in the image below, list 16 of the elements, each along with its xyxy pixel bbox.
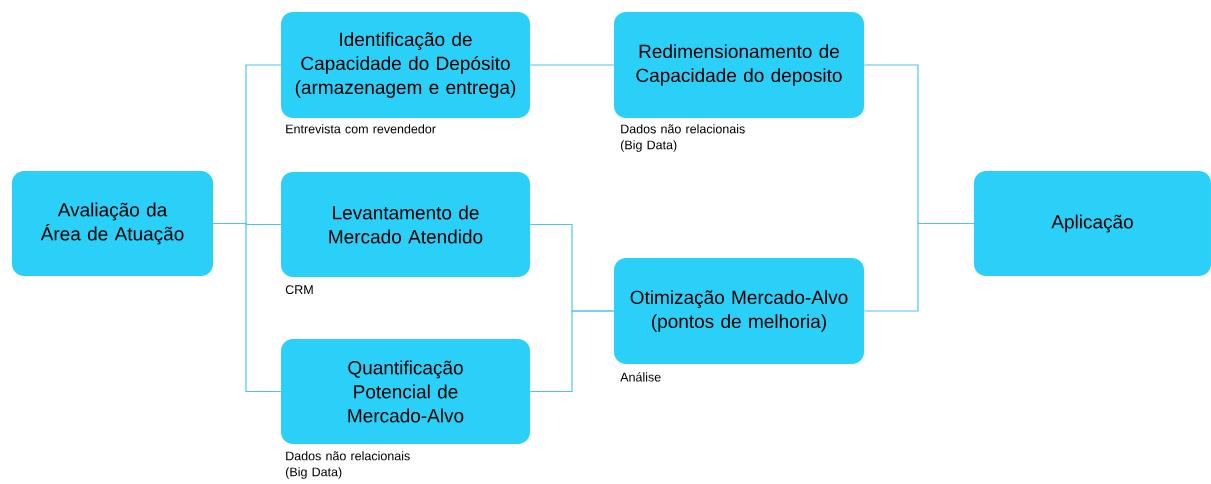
process-box: Aplicação: [974, 171, 1211, 276]
node-caption: Análise: [620, 372, 661, 382]
node-caption: Entrevista com revendedor: [286, 124, 436, 134]
process-box: Otimização Mercado-Alvo (pontos de melhoria): [614, 258, 864, 364]
connector-line: [529, 64, 615, 66]
node-caption: CRM: [285, 285, 313, 295]
node-caption: Dados não relacionais (Big Data): [286, 451, 410, 479]
process-box: Avaliação da Área de Atuação: [12, 171, 213, 276]
process-box: Identificação de Capacidade do Depósito (armazenagem e entrega): [281, 12, 530, 118]
process-box: Levantamento de Mercado Atendido: [281, 172, 530, 277]
process-box: Redimensionamento de Capacidade do deposito: [614, 12, 864, 118]
connector-line: [529, 310, 615, 393]
connector-line: [212, 222, 282, 393]
node-caption: Dados não relacionais (Big Data): [620, 124, 745, 152]
connector-line: [863, 222, 975, 312]
process-box: Quantificação Potencial de Mercado-Alvo: [281, 339, 530, 444]
